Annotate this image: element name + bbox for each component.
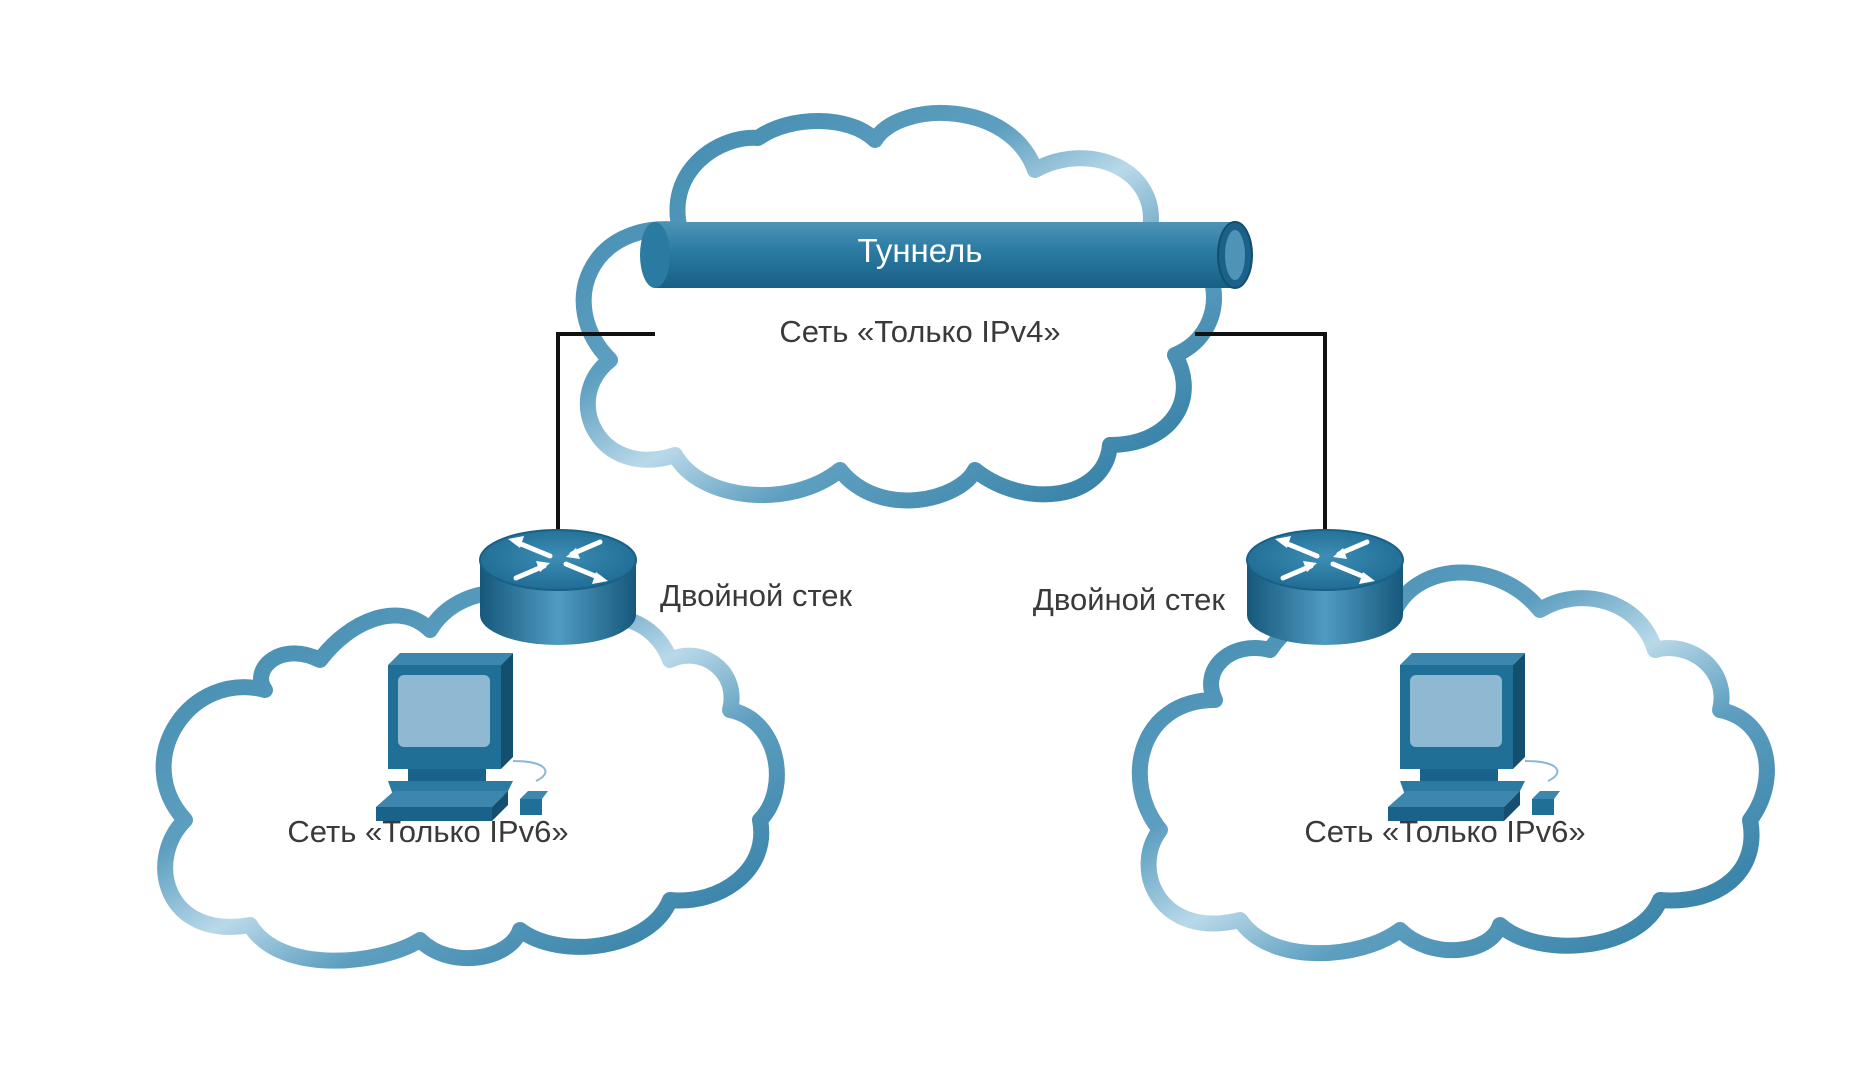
right-link-line	[1195, 332, 1327, 540]
left-router-label: Двойной стек	[660, 578, 853, 613]
left-link-line	[556, 332, 655, 540]
right-ipv6-cloud-label: Сеть «Только IPv6»	[1304, 814, 1585, 849]
ipv4-cloud	[575, 104, 1222, 509]
right-router-icon	[1247, 530, 1403, 645]
ipv4-cloud-label: Сеть «Только IPv4»	[779, 314, 1060, 349]
tunnel-pipe	[640, 221, 1253, 289]
right-router-label: Двойной стек	[1033, 582, 1226, 617]
left-ipv6-cloud-label: Сеть «Только IPv6»	[287, 814, 568, 849]
tunnel-label: Туннель	[858, 232, 983, 269]
left-router-icon	[480, 530, 636, 645]
